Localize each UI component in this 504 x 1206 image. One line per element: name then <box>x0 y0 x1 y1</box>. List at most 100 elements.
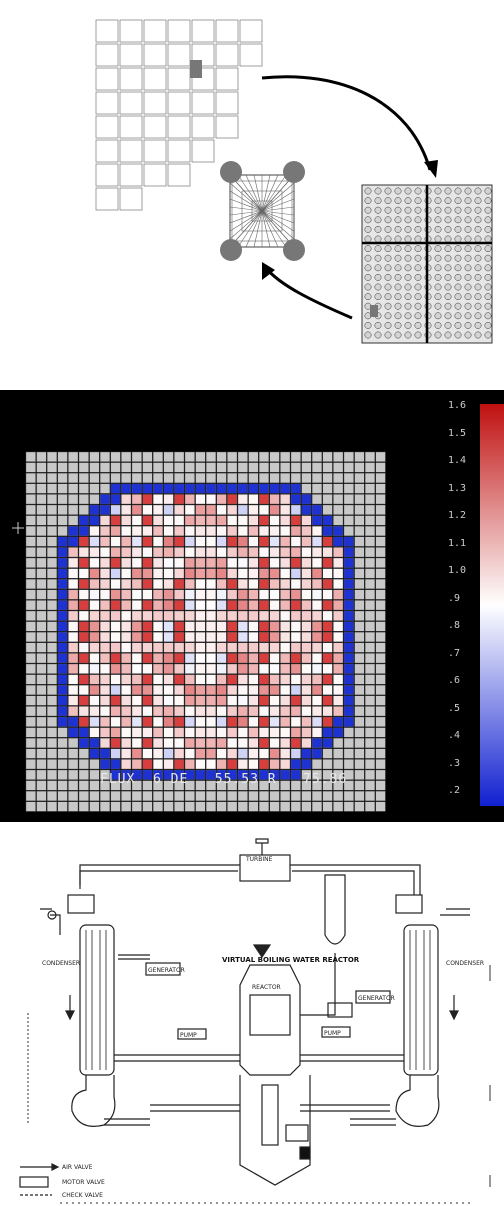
fuel-pin <box>385 313 391 319</box>
assembly-cell <box>168 164 190 186</box>
fuel-pin <box>415 274 421 280</box>
flux-cell <box>121 685 131 695</box>
flux-cell <box>302 473 312 483</box>
flux-cell <box>100 569 110 579</box>
flux-cell <box>302 600 312 610</box>
flux-cell <box>355 537 365 547</box>
flux-cell <box>79 622 89 632</box>
flux-cell <box>333 590 343 600</box>
flux-cell <box>270 569 280 579</box>
flux-cell <box>333 717 343 727</box>
flux-cell <box>355 622 365 632</box>
flux-cell <box>291 791 301 801</box>
flux-cell <box>365 706 375 716</box>
assembly-cell <box>144 140 166 162</box>
flux-cell <box>111 590 121 600</box>
flux-cell <box>174 653 184 663</box>
flux-cell <box>217 653 227 663</box>
flux-cell <box>47 537 57 547</box>
flux-cell <box>376 706 386 716</box>
flux-cell <box>376 759 386 769</box>
flux-cell <box>153 685 163 695</box>
fuel-pin <box>395 265 401 271</box>
flux-cell <box>217 526 227 536</box>
flux-cell <box>312 569 322 579</box>
flux-cell <box>111 728 121 738</box>
flux-cell <box>68 802 78 812</box>
flux-cell <box>26 590 36 600</box>
flux-cell <box>164 802 174 812</box>
flux-cell <box>100 675 110 685</box>
flux-cell <box>121 590 131 600</box>
fuel-pin <box>375 226 381 232</box>
flux-cell <box>302 547 312 557</box>
flux-cell <box>333 728 343 738</box>
flux-cell <box>26 706 36 716</box>
fuel-pin <box>475 255 481 261</box>
flux-cell <box>376 717 386 727</box>
flux-cell <box>164 653 174 663</box>
flux-cell <box>206 728 216 738</box>
flux-cell <box>196 643 206 653</box>
legend-item: AIR VALVE <box>62 1164 93 1171</box>
flux-cell <box>111 632 121 642</box>
flux-cell <box>121 653 131 663</box>
flux-cell <box>376 770 386 780</box>
flux-cell <box>185 505 195 515</box>
flux-cell <box>355 749 365 759</box>
flux-cell <box>280 738 290 748</box>
flux-cell <box>37 473 47 483</box>
flux-cell <box>121 526 131 536</box>
flux-cell <box>302 728 312 738</box>
flux-cell <box>26 558 36 568</box>
fuel-pin <box>465 322 471 328</box>
flux-cell <box>100 558 110 568</box>
flux-cell <box>196 600 206 610</box>
flux-cell <box>47 664 57 674</box>
flux-cell <box>227 526 237 536</box>
flux-cell <box>249 452 259 462</box>
fuel-pin <box>475 236 481 242</box>
plant-labels: VIRTUAL BOILING WATER REACTOR GENERATOR … <box>0 835 504 1206</box>
flux-cell <box>132 685 142 695</box>
fuel-pin <box>415 313 421 319</box>
flux-cell <box>100 622 110 632</box>
flux-cell <box>227 505 237 515</box>
flux-cell <box>259 611 269 621</box>
flux-cell <box>333 759 343 769</box>
flux-cell <box>217 738 227 748</box>
flux-cell <box>196 802 206 812</box>
flux-cell <box>217 537 227 547</box>
flux-cell <box>206 664 216 674</box>
flux-cell <box>68 653 78 663</box>
fuel-pin <box>375 197 381 203</box>
flux-cell <box>185 706 195 716</box>
flux-cell <box>121 728 131 738</box>
fuel-pin <box>455 236 461 242</box>
flux-cell <box>185 738 195 748</box>
assembly-cell <box>120 188 142 210</box>
status-value-3: 75.86 <box>303 772 347 787</box>
flux-cell <box>280 749 290 759</box>
fuel-pin <box>415 265 421 271</box>
flux-cell <box>238 516 248 526</box>
assembly-cell <box>192 92 214 114</box>
scale-tick-label: .8 <box>448 620 460 631</box>
flux-cell <box>365 675 375 685</box>
flux-cell <box>312 579 322 589</box>
flux-cell <box>196 547 206 557</box>
fuel-pin <box>405 293 411 299</box>
flux-cell <box>47 728 57 738</box>
flux-cell <box>79 558 89 568</box>
scale-tick-label: .2 <box>448 785 460 796</box>
flux-cell <box>90 484 100 494</box>
flux-cell <box>79 590 89 600</box>
fuel-pin <box>485 197 491 203</box>
flux-cell <box>26 537 36 547</box>
flux-cell <box>174 685 184 695</box>
flux-cell <box>249 622 259 632</box>
flux-cell <box>323 537 333 547</box>
fuel-pin <box>365 255 371 261</box>
flux-cell <box>291 473 301 483</box>
fuel-pin <box>435 197 441 203</box>
